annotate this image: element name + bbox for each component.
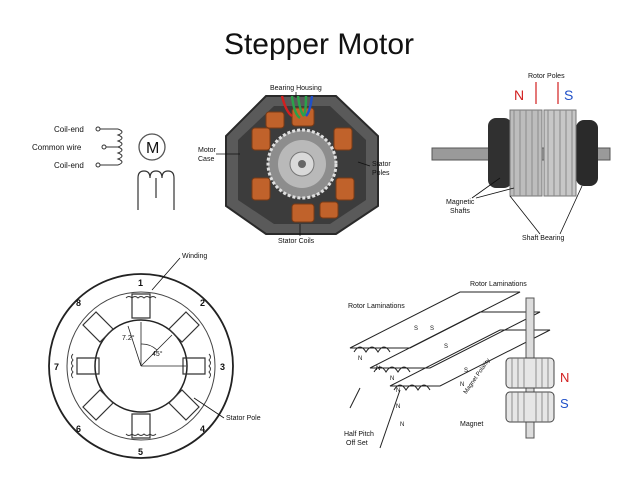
svg-text:N: N (396, 388, 400, 394)
half-pitch-label-2: Off Set (346, 440, 368, 447)
motor-case-label-2: Case (198, 156, 214, 163)
svg-text:N: N (460, 382, 464, 388)
svg-text:S: S (444, 344, 448, 350)
pole-number: 5 (138, 447, 143, 457)
rotor-poles-label: Rotor Poles (528, 73, 565, 80)
stator-leader-lines (151, 257, 225, 419)
rotor-photo-n-label: N (514, 87, 524, 103)
rotor-photo-s-label: S (564, 87, 573, 103)
svg-text:N: N (358, 356, 362, 362)
stator-windings (71, 296, 211, 436)
pole-number: 7 (54, 362, 59, 372)
motor-m-label: M (146, 140, 159, 157)
pole-number: 4 (200, 424, 205, 434)
angle-lines (127, 322, 186, 367)
coil-end-top-label: Coil-end (54, 125, 84, 134)
cutaway-leader-lines (216, 92, 371, 236)
motor-case-label-1: Motor (198, 147, 217, 154)
rotor-photo-leader-lines (471, 177, 583, 235)
svg-text:N: N (400, 422, 404, 428)
rotor-shaft (431, 109, 611, 197)
motor-symbol: M (138, 133, 166, 161)
svg-text:N: N (396, 404, 400, 410)
magnetic-shafts-label-1: Magnetic (446, 199, 475, 206)
stator-diagram: 7.2° 45° Winding Stator Pole 1 2 3 4 5 6… (48, 253, 261, 459)
motor-body (225, 95, 379, 235)
magnetic-shafts-label-2: Shafts (450, 208, 470, 215)
svg-text:S: S (414, 326, 418, 332)
coil-schematic: Coil-end Common wire Coil-end M (32, 125, 175, 210)
common-wire-label: Common wire (32, 143, 82, 152)
rotor-diagram-s-label: S (560, 396, 569, 411)
rotor-laminations-top-label: Rotor Laminations (470, 281, 527, 288)
angle-small-label: 7.2° (122, 334, 135, 342)
stator-poles-label-2: Poles (372, 170, 390, 177)
cutaway-motor-photo: Bearing Housing Motor Case Stator Poles … (196, 78, 408, 246)
small-rotor-drawing (505, 297, 555, 439)
rotor-laminations-left-label: Rotor Laminations (348, 303, 405, 310)
shaft-bearing-label: Shaft Bearing (522, 235, 565, 242)
winding-label: Winding (182, 253, 207, 260)
rotor-diagram-n-label: N (560, 370, 569, 385)
pole-number: 8 (76, 298, 81, 308)
stator-coils-label: Stator Coils (278, 238, 315, 245)
stator-coils-ring (251, 107, 355, 223)
stator-pole-label: Stator Pole (226, 415, 261, 422)
pole-number: 6 (76, 424, 81, 434)
svg-text:N: N (376, 366, 380, 372)
coil-wires (95, 126, 123, 168)
half-pitch-label-1: Half Pitch (344, 431, 374, 438)
lamination-stack (349, 291, 551, 449)
bearing-housing-label: Bearing Housing (270, 85, 322, 92)
rotor-photo-pole-arrows (535, 82, 559, 104)
coil-symbol-lower (137, 170, 175, 210)
coil-end-bottom-label: Coil-end (54, 161, 84, 170)
angle-large-label: 45° (152, 350, 163, 358)
pole-number: 2 (200, 298, 205, 308)
stator-poles-label-1: Stator (372, 161, 391, 168)
rotor-photo: Rotor Poles N S Magnetic Shafts Shaft Be… (410, 68, 612, 248)
rotor-lamination-diagram: Rotor Laminations Rotor Laminations NNN … (344, 281, 569, 449)
pole-number: 3 (220, 362, 225, 372)
magnet-polarity-label: Magnet Polarity (463, 358, 492, 396)
stator-pole-shoes (76, 293, 206, 439)
svg-text:S: S (464, 368, 468, 374)
pole-number: 1 (138, 278, 143, 288)
svg-text:S: S (430, 326, 434, 332)
pole-numbers: 1 2 3 4 5 6 7 8 (54, 278, 225, 457)
magnet-label: Magnet (460, 421, 483, 428)
slide-title: Stepper Motor (223, 28, 415, 61)
svg-text:N: N (390, 376, 394, 382)
